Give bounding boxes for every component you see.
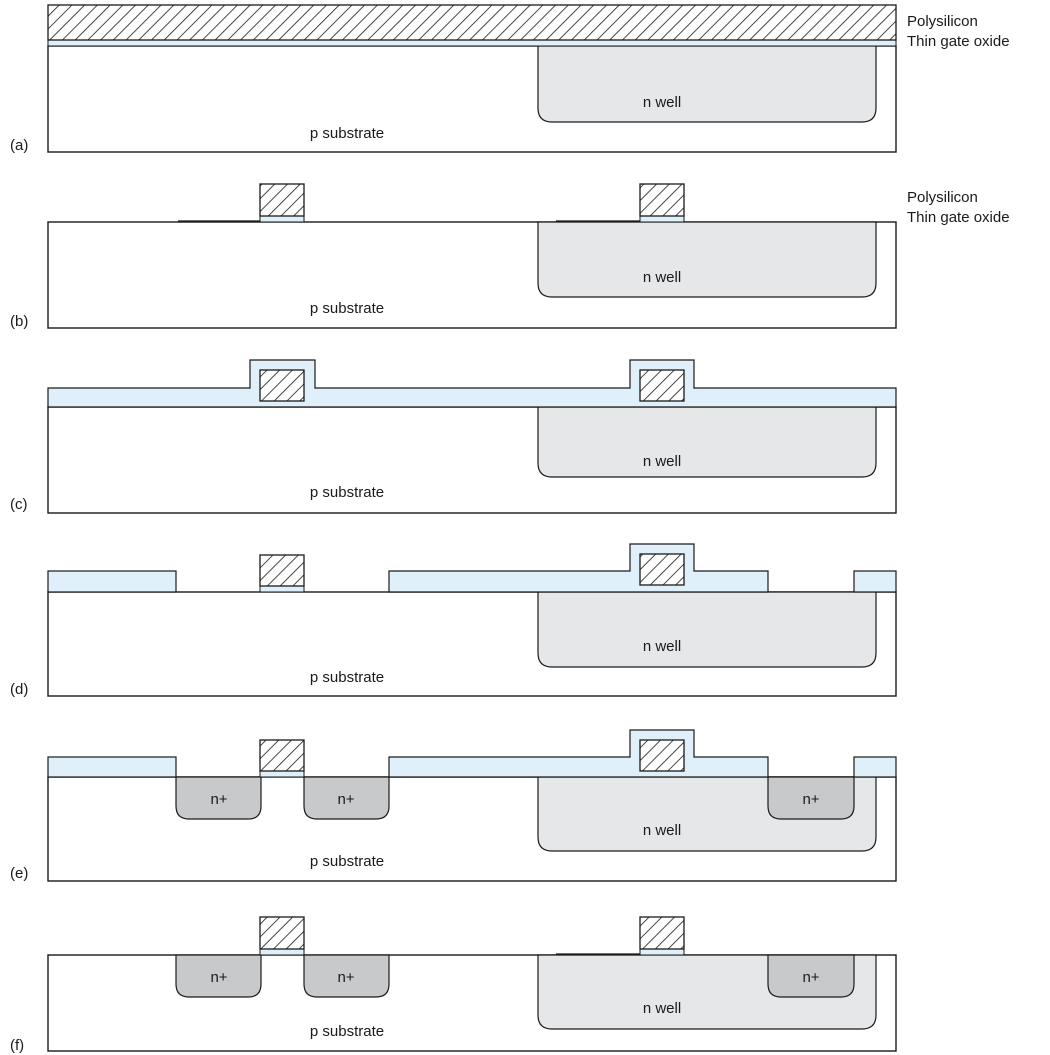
p-substrate-label: p substrate bbox=[310, 853, 384, 870]
polysilicon-gate bbox=[639, 739, 685, 772]
n-plus-label: n+ bbox=[210, 969, 227, 986]
n-plus-diffusion bbox=[175, 954, 262, 998]
polysilicon-label: Polysilicon bbox=[907, 13, 978, 30]
oxide-layer bbox=[853, 756, 897, 778]
thin-gate-oxide-label: Thin gate oxide bbox=[907, 209, 1010, 226]
p-substrate-label: p substrate bbox=[310, 300, 384, 317]
step-d: n well p substrate (d) bbox=[10, 543, 897, 698]
n-well-label: n well bbox=[643, 94, 681, 111]
p-substrate-label: p substrate bbox=[310, 1023, 384, 1040]
gate-oxide bbox=[639, 215, 685, 223]
n-well-label: n well bbox=[643, 638, 681, 655]
thin-gate-oxide-layer bbox=[47, 39, 897, 47]
n-plus-label: n+ bbox=[802, 791, 819, 808]
step-label: (b) bbox=[10, 313, 28, 330]
polysilicon-gate bbox=[639, 553, 685, 586]
n-plus-diffusion bbox=[303, 776, 390, 820]
p-substrate-label: p substrate bbox=[310, 484, 384, 501]
oxide-layer bbox=[47, 570, 177, 593]
gate-oxide bbox=[259, 585, 305, 593]
n-plus-label: n+ bbox=[802, 969, 819, 986]
polysilicon-gate bbox=[259, 739, 305, 772]
n-well-label: n well bbox=[643, 1000, 681, 1017]
n-plus-diffusion bbox=[303, 954, 390, 998]
gate-oxide bbox=[639, 948, 685, 956]
step-label: (f) bbox=[10, 1037, 24, 1054]
step-label: (d) bbox=[10, 681, 28, 698]
polysilicon-gate bbox=[259, 183, 305, 217]
step-label: (e) bbox=[10, 865, 28, 882]
step-b: n well p substrate (b) Polysilicon Thin … bbox=[10, 183, 1010, 330]
n-well-region bbox=[537, 221, 877, 298]
oxide-layer bbox=[853, 570, 897, 593]
n-plus-label: n+ bbox=[337, 969, 354, 986]
n-well-label: n well bbox=[643, 269, 681, 286]
n-plus-label: n+ bbox=[210, 791, 227, 808]
polysilicon-layer bbox=[47, 4, 897, 41]
p-substrate-label: p substrate bbox=[310, 669, 384, 686]
polysilicon-gate bbox=[259, 554, 305, 587]
n-well-region bbox=[537, 406, 877, 478]
n-well-label: n well bbox=[643, 822, 681, 839]
n-plus-diffusion bbox=[767, 776, 855, 820]
polysilicon-gate bbox=[259, 369, 305, 402]
polysilicon-gate bbox=[639, 183, 685, 217]
oxide-layer bbox=[47, 756, 177, 778]
n-plus-label: n+ bbox=[337, 791, 354, 808]
step-e: n+ n+ n+ n well p substrate (e) bbox=[10, 729, 897, 882]
step-c: n well p substrate (c) bbox=[10, 359, 897, 514]
polysilicon-gate bbox=[259, 916, 305, 950]
polysilicon-gate bbox=[639, 916, 685, 950]
n-well-label: n well bbox=[643, 453, 681, 470]
thin-gate-oxide-label: Thin gate oxide bbox=[907, 33, 1010, 50]
oxide-layer bbox=[388, 729, 769, 778]
step-label: (c) bbox=[10, 496, 28, 513]
gate-oxide bbox=[259, 770, 305, 778]
polysilicon-label: Polysilicon bbox=[907, 189, 978, 206]
step-a: n well p substrate (a) Polysilicon Thin … bbox=[10, 4, 1010, 154]
n-well-region bbox=[537, 591, 877, 668]
n-plus-diffusion bbox=[175, 776, 262, 820]
gate-oxide bbox=[259, 215, 305, 223]
p-substrate-label: p substrate bbox=[310, 125, 384, 142]
n-plus-diffusion bbox=[767, 954, 855, 998]
gate-oxide bbox=[259, 948, 305, 956]
n-well-region bbox=[537, 45, 877, 123]
oxide-layer bbox=[47, 359, 897, 408]
step-f: n+ n+ n+ n well p substrate (f) bbox=[10, 916, 897, 1054]
polysilicon-gate bbox=[639, 369, 685, 402]
step-label: (a) bbox=[10, 137, 28, 154]
oxide-layer bbox=[388, 543, 769, 593]
